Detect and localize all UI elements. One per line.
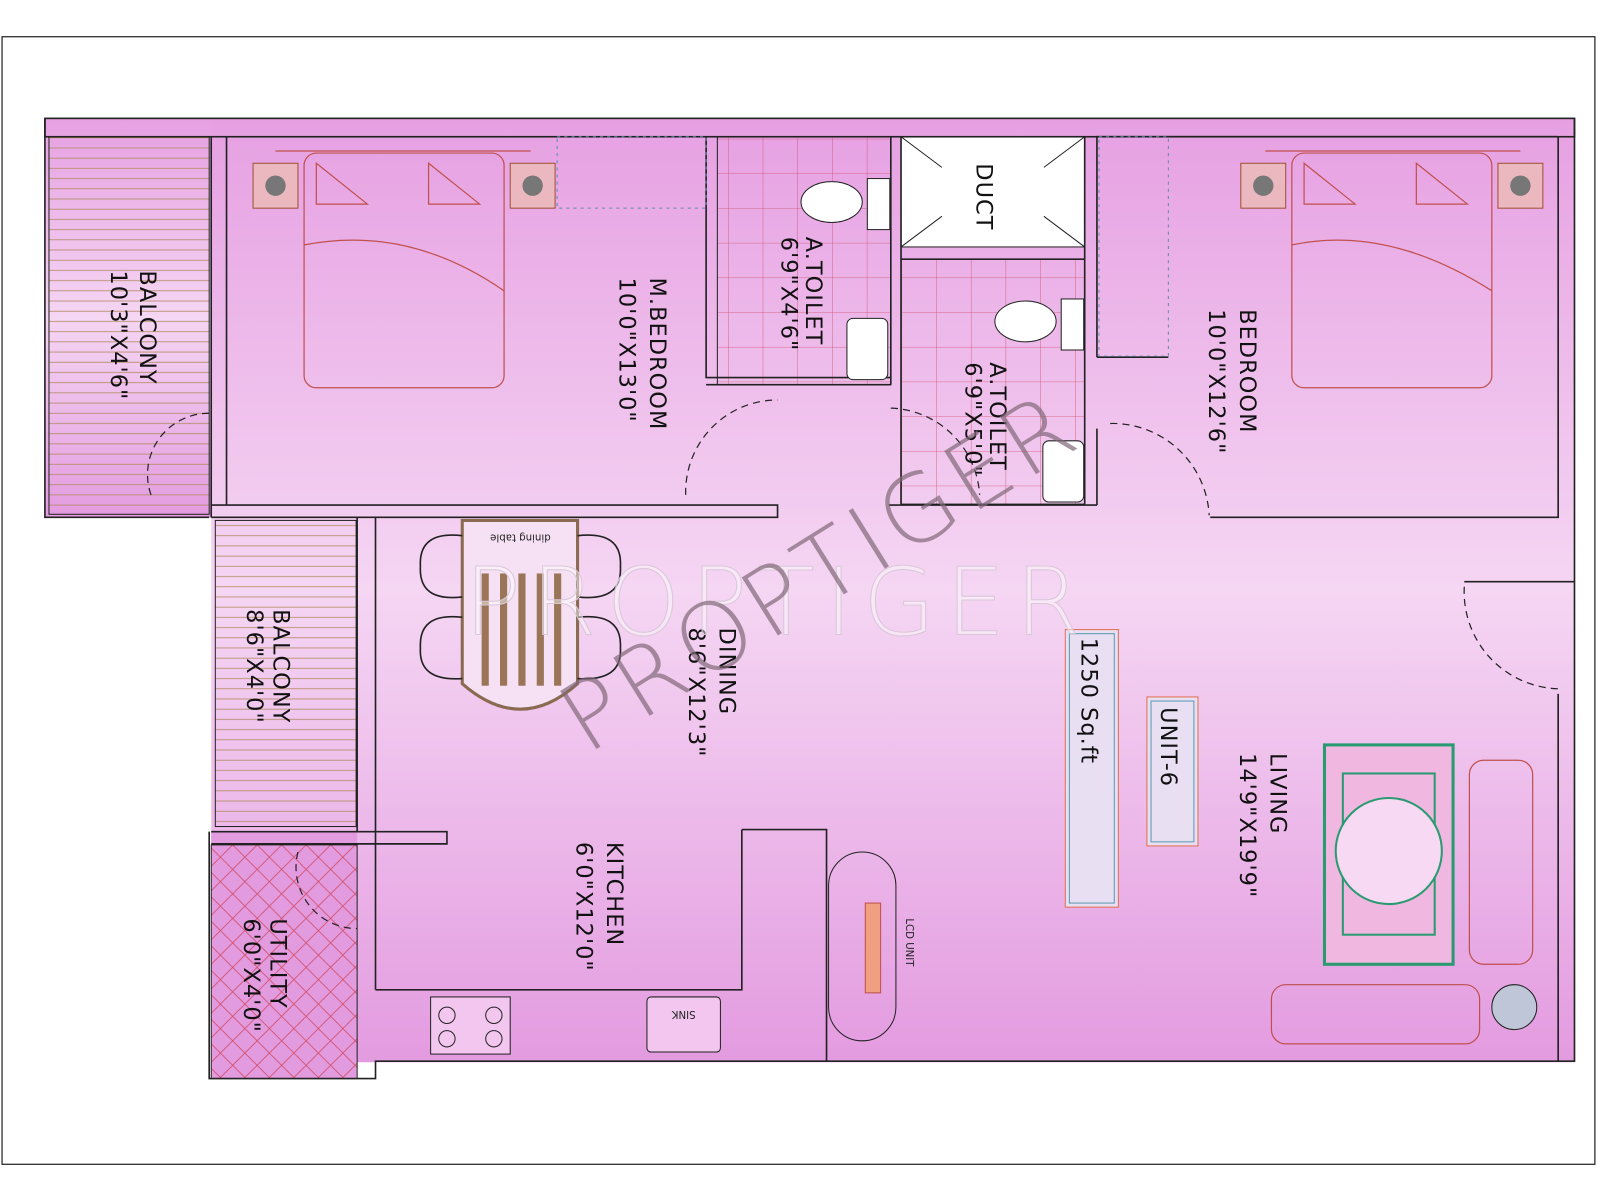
living-furniture (1270, 743, 1538, 1045)
toilet-1-name: A.TOILET (800, 237, 826, 346)
dining-name: DINING (713, 628, 739, 716)
svg-text:PROPTIGER: PROPTIGER (464, 549, 1090, 658)
toilet-fixtures (800, 178, 1085, 503)
master-bedroom-name: M.BEDROOM (644, 278, 670, 431)
unit-label: UNIT-6 (1155, 707, 1181, 787)
balcony-2-name: BALCONY (267, 609, 293, 723)
balcony-1-floor (48, 136, 210, 515)
walls (44, 117, 1576, 1080)
bedroom-name: BEDROOM (1234, 309, 1260, 433)
utility-name: UTILITY (264, 918, 290, 1008)
stove (430, 996, 511, 1055)
dining-table-label: dining table (490, 532, 551, 543)
area-box: 1250 Sq.ft (1064, 629, 1119, 908)
dining-table: dining table (419, 518, 622, 711)
balcony-1-name: BALCONY (134, 270, 160, 384)
sink-label: SINK (671, 1008, 695, 1019)
kitchen-name: KITCHEN (601, 842, 627, 946)
balcony-1-size: 10'3"X4'6" (105, 270, 131, 400)
wardrobe-1 (556, 136, 707, 209)
lcd-label: LCD UNIT (903, 918, 914, 967)
bedroom-bed (1240, 150, 1544, 389)
dining-size: 8'6"X12'3" (683, 628, 709, 758)
toilet-2-name: A.TOILET (984, 362, 1010, 471)
toilet-2-size: 6'9"X5'0" (959, 362, 985, 477)
balcony-2-size: 8'6"X4'0" (241, 609, 267, 724)
kitchen-size: 6'0"X12'0" (571, 842, 597, 972)
master-bedroom-size: 10'0"X13'0" (613, 278, 639, 423)
area-label: 1250 Sq.ft (1076, 638, 1102, 764)
utility-size: 6'0"X4'0" (238, 918, 264, 1033)
lcd-unit: LCD UNIT (828, 851, 914, 1042)
doors (146, 399, 1559, 930)
wardrobe-2 (1098, 136, 1169, 357)
living-size: 14'9"X19'9" (1234, 753, 1260, 898)
sink: SINK (646, 996, 721, 1053)
duct-name: DUCT (971, 163, 997, 230)
master-bed (252, 150, 556, 389)
unit-box: UNIT-6 (1146, 696, 1199, 847)
toilet-1-size: 6'9"X4'6" (776, 237, 802, 352)
bedroom-size: 10'0"X12'6" (1203, 309, 1229, 454)
living-name: LIVING (1264, 753, 1290, 834)
balcony-2-floor (214, 519, 357, 828)
